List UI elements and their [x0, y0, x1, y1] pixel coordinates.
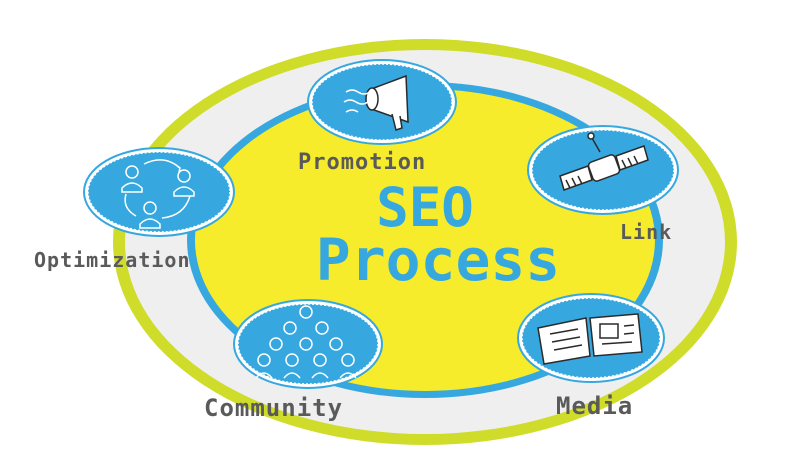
- people-group-icon: [255, 305, 357, 379]
- satellite-icon: [559, 132, 649, 191]
- diagram-title-line1: SEO: [376, 176, 474, 239]
- node-media: [516, 292, 666, 384]
- label-media: Media: [556, 392, 634, 420]
- label-promotion: Promotion: [298, 150, 427, 175]
- node-optimization: [82, 146, 236, 238]
- label-link: Link: [620, 220, 673, 244]
- megaphone-icon: [343, 74, 409, 131]
- open-book-icon: [537, 313, 643, 365]
- label-community: Community: [204, 394, 344, 422]
- node-link: [526, 124, 680, 216]
- node-community: [232, 298, 384, 390]
- node-promotion: [306, 58, 458, 146]
- label-optimization: Optimization: [34, 248, 191, 272]
- diagram-title-line2: Process: [315, 226, 561, 294]
- people-cycle-icon: [121, 159, 195, 229]
